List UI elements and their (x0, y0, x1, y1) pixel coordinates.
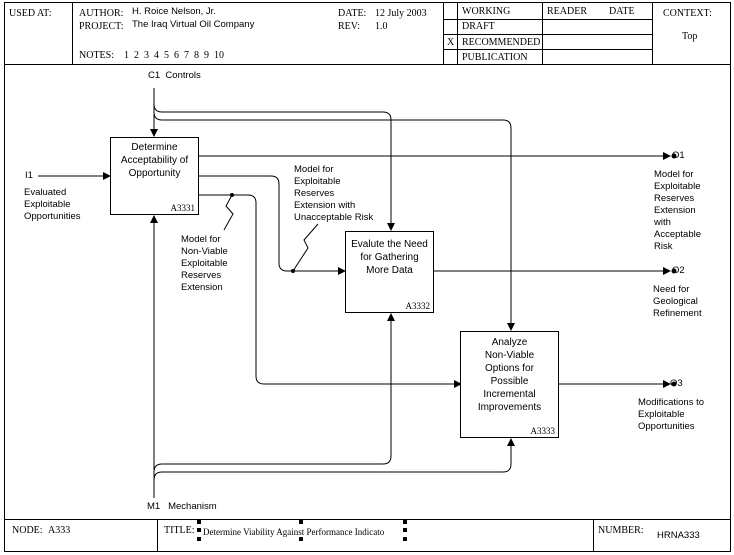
m1-mechanism-arrow-a3333 (153, 438, 515, 481)
m1-mechanism-arrow-a3332 (153, 313, 395, 473)
rev-value: 1.0 (375, 21, 388, 32)
activity-box-a3332-number: A3332 (405, 301, 431, 311)
notes-label: NOTES: (79, 50, 114, 61)
activity-box-a3331[interactable]: Determine Acceptability of Opportunity A… (110, 137, 199, 215)
used-at-label: USED AT: (9, 8, 52, 19)
o3-dot (671, 381, 677, 387)
activity-box-a3333-number: A3333 (530, 426, 556, 436)
c1-controls-label: C1 Controls (148, 70, 201, 81)
author-label: AUTHOR: (79, 8, 124, 19)
title-value[interactable]: Determine Viability Against Performance … (203, 527, 385, 537)
author-value: H. Roice Nelson, Jr. (132, 6, 216, 17)
reader-label: READER (547, 6, 587, 17)
o1-label: O1 (672, 150, 685, 161)
c1-control-arrow-a3332 (153, 103, 395, 231)
c1-control-arrow-a3333 (153, 111, 515, 331)
non-viable-arrow (199, 194, 462, 388)
activity-box-a3331-number: A3331 (170, 203, 196, 213)
unacceptable-risk-label: Model for Exploitable Reserves Extension… (294, 164, 374, 223)
title-label: TITLE: (164, 525, 195, 536)
status-recommended-mark: X (447, 37, 455, 48)
i1-description: Evaluated Exploitable Opportunities (24, 187, 81, 222)
context-label: CONTEXT: (663, 8, 712, 19)
status-draft: DRAFT (462, 21, 495, 32)
status-publication: PUBLICATION (462, 52, 528, 63)
project-value: The Iraq Virtual Oil Company (132, 19, 255, 30)
non-viable-label: Model for Non-Viable Exploitable Reserve… (181, 234, 228, 293)
title-selection-handles (197, 520, 407, 541)
activity-box-a3332-label: Evalute the Need for Gathering More Data (351, 239, 428, 276)
o2-label: O2 (672, 265, 685, 276)
activity-box-a3331-label: Determine Acceptability of Opportunity (120, 142, 189, 179)
m1-mechanism-label: M1 Mechanism (147, 501, 217, 512)
node-label: NODE: (12, 525, 43, 536)
context-value: Top (682, 31, 698, 42)
number-value: HRNA333 (657, 530, 700, 541)
o2-description: Need for Geological Refinement (653, 284, 702, 319)
activity-box-a3332[interactable]: Evalute the Need for Gathering More Data… (345, 231, 434, 313)
diagram-frame (4, 2, 731, 552)
o3-description: Modifications to Exploitable Opportuniti… (638, 397, 705, 432)
activity-box-a3333[interactable]: Analyze Non-Viable Options for Possible … (460, 331, 559, 438)
o1-description: Model for Exploitable Reserves Extension… (654, 169, 702, 252)
status-recommended: RECOMMENDED (462, 37, 541, 48)
number-label: NUMBER: (598, 525, 644, 536)
date-value: 12 July 2003 (375, 8, 427, 19)
i1-label: I1 (25, 170, 33, 181)
nonviable-callout-dot (230, 193, 234, 197)
project-label: PROJECT: (79, 21, 124, 32)
activity-box-a3333-label: Analyze Non-Viable Options for Possible … (477, 337, 542, 413)
unacceptable-risk-arrow (199, 175, 346, 275)
status-working: WORKING (462, 6, 511, 17)
o1-dot (671, 153, 677, 159)
o2-dot (671, 268, 677, 274)
rev-label: REV: (338, 21, 361, 32)
o3-label: O3 (670, 378, 683, 389)
notes-numbers: 1 2 3 4 5 6 7 8 9 10 (124, 50, 224, 61)
nonviable-callout-squiggle (223, 194, 234, 231)
date-label: DATE: (338, 8, 367, 19)
unacceptable-callout-squiggle (292, 223, 319, 272)
date-col-label: DATE (609, 6, 635, 17)
node-value: A333 (48, 525, 71, 536)
unacceptable-callout-dot (291, 269, 295, 273)
